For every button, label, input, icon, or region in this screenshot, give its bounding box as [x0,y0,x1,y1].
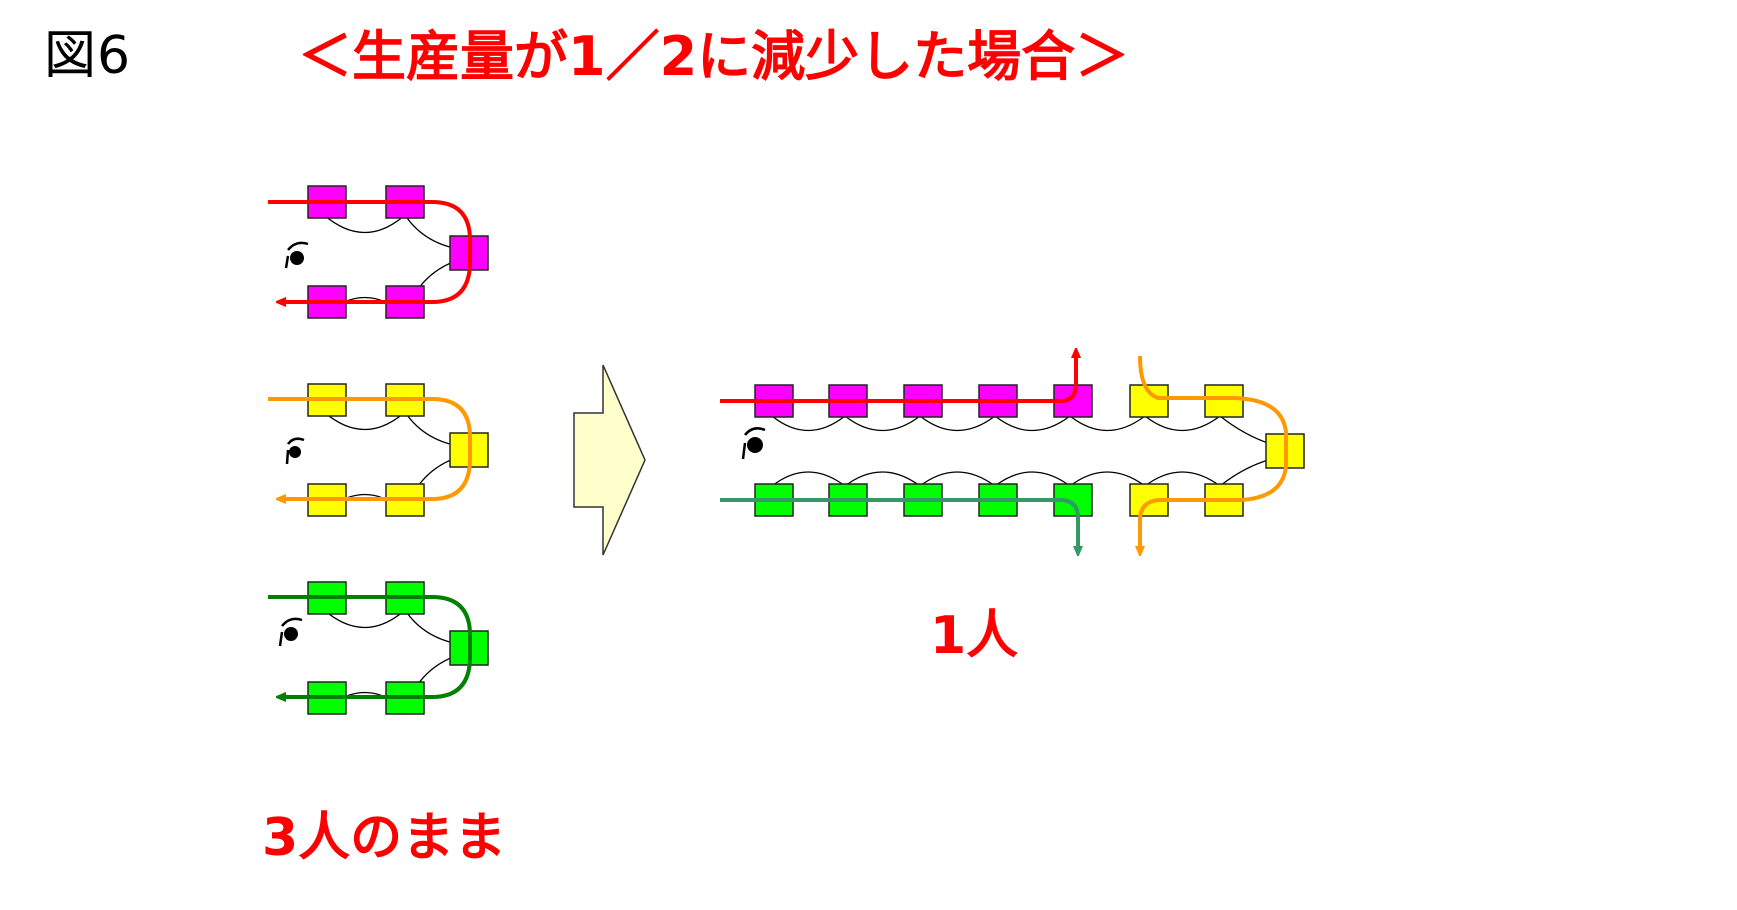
combined-cell [720,352,1305,552]
right-block-arrow-icon [573,364,646,556]
page-title: ＜生産量が1／2に減少した場合＞ [298,25,1130,88]
flow-line-red [268,200,472,302]
worker-icon [741,427,766,460]
cell-magenta [268,185,489,319]
flow-line-green [720,498,1078,552]
worker-icon [284,241,309,269]
cell-green [268,581,489,715]
flow-line-green [268,595,472,697]
station [307,383,489,517]
station [307,581,489,715]
cell-yellow [268,383,489,517]
caption-three-people: 3人のまま [262,808,507,868]
worker-icon [278,617,303,647]
flow-line-red [720,352,1076,403]
flow-line-orange [268,397,472,499]
figure-label: 図6 [44,26,132,86]
flow-line-orange [1140,355,1288,552]
connector-lines [771,415,1286,487]
worker-icon [285,437,305,465]
station [307,185,489,319]
caption-one-person: 1人 [930,606,1019,666]
